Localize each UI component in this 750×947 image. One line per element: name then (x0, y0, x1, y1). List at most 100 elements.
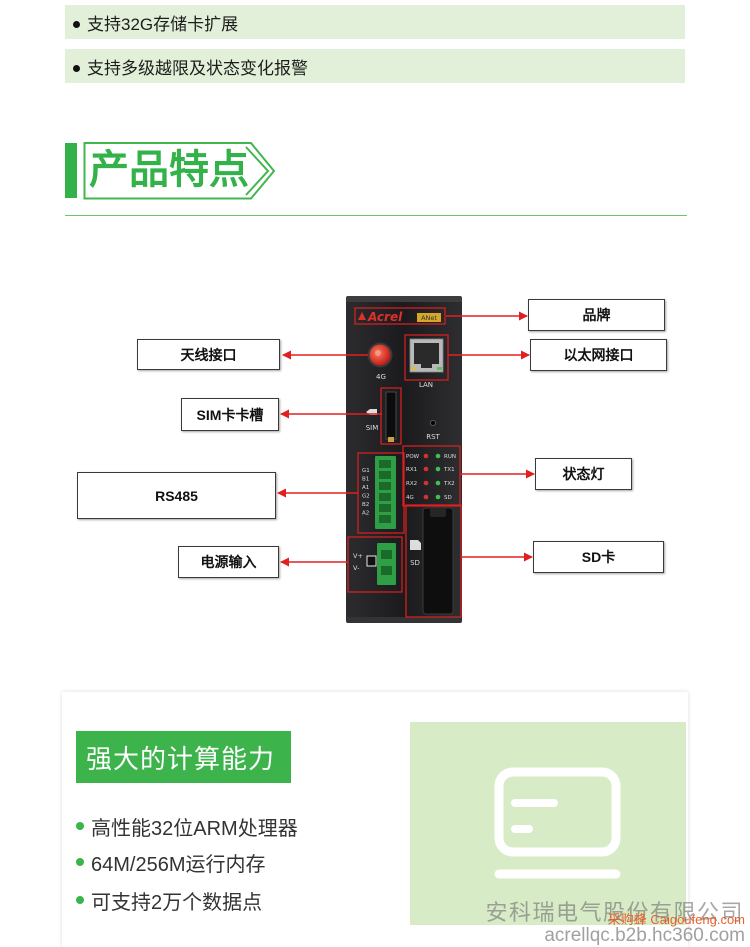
antenna-label: 4G (376, 373, 386, 381)
sd-label: SD (410, 559, 420, 567)
sim-label: SIM (366, 424, 379, 432)
device-sim-slot: SIM (366, 387, 402, 445)
sim-highlight-box (380, 387, 402, 445)
terminal-screw-icon (379, 493, 391, 501)
lan-highlight-box (404, 334, 449, 381)
terminal-screw-icon (379, 482, 391, 490)
power-polarity-icon (366, 555, 377, 567)
sim-slot-opening (385, 391, 397, 440)
list-item: 64M/256M运行内存 (76, 849, 266, 876)
led-label: RX1 (406, 467, 417, 473)
feature-text: 支持多级越限及状态变化报警 (87, 58, 308, 78)
callout-ethernet: 以太网接口 (530, 339, 667, 371)
model-tag-text: ANet (421, 314, 437, 322)
antenna-highlight (375, 350, 381, 356)
sd-cover-tab (430, 508, 446, 517)
led-label: TX2 (443, 481, 455, 487)
status-highlight-box (402, 445, 461, 507)
power-label: V- (353, 564, 360, 572)
title-chevron-line (245, 146, 270, 196)
led-red-icon (423, 480, 429, 486)
power-terminal-block (377, 543, 396, 585)
led-green-icon (435, 494, 441, 500)
bullet-dot (76, 822, 84, 830)
feature-bar-alarm: 支持多级越限及状态变化报警 (65, 49, 685, 83)
terminal-screw-icon (379, 460, 391, 468)
power-highlight-box (347, 536, 403, 593)
led-red-icon (423, 453, 429, 459)
computing-title: 强大的计算能力 (76, 731, 291, 783)
device-reset: RST (426, 419, 441, 441)
sd-slot-cover (422, 507, 454, 615)
device-power-input: V+ V- (347, 536, 403, 593)
terminal-screw-icon (379, 504, 391, 512)
list-item-text: 可支持2万个数据点 (91, 891, 263, 914)
callout-brand: 品牌 (528, 299, 665, 331)
feature-text: 支持32G存储卡扩展 (87, 14, 239, 34)
device-brand-area: Acrel ANet (354, 307, 446, 325)
model-tag (417, 313, 441, 322)
led-label: SD (444, 495, 452, 501)
terminal-label: B1 (362, 477, 369, 483)
sim-slot-marker (388, 437, 394, 442)
callout-rs485: RS485 (77, 472, 276, 519)
callout-antenna: 天线接口 (137, 339, 280, 370)
terminal-label: G1 (362, 468, 370, 474)
reset-hole-icon (429, 419, 436, 426)
watermark-site: 采购蜂 Caigoufeng.com (607, 912, 745, 927)
led-green-icon (435, 466, 441, 472)
bullet-dot (76, 896, 84, 904)
device-bottom-cap (346, 617, 462, 623)
led-green-icon (435, 480, 441, 486)
device-brand-text: Acrel (367, 310, 403, 324)
terminal-screw-icon (381, 566, 392, 575)
terminal-label: B2 (362, 502, 369, 508)
list-item: 高性能32位ARM处理器 (76, 813, 298, 840)
terminal-label: A1 (362, 485, 369, 491)
callout-sim: SIM卡卡槽 (181, 398, 279, 431)
callout-sd: SD卡 (533, 541, 664, 573)
bullet-dot (73, 21, 80, 28)
lan-port-opening (414, 343, 439, 364)
led-label: RUN (444, 454, 456, 460)
reset-label: RST (426, 433, 440, 441)
led-red-icon (423, 494, 429, 500)
device-diagram: Acrel ANet 4G LAN SIM (277, 296, 535, 623)
device-rs485-terminal: G1 B1 A1 G2 B2 A2 (357, 452, 405, 534)
lan-led-icon (437, 367, 442, 370)
computing-icon-panel (410, 722, 686, 925)
lan-port-tab (421, 364, 432, 368)
callout-status-light: 状态灯 (535, 458, 632, 490)
lan-led-icon (411, 367, 416, 370)
terminal-screw-icon (379, 515, 391, 523)
led-green-icon (435, 453, 441, 459)
brand-highlight-box (354, 307, 446, 325)
led-label: 4G (406, 495, 414, 501)
feature-bar-storage: 支持32G存储卡扩展 (65, 5, 685, 39)
sd-card-icon (410, 540, 421, 550)
terminal-label: G2 (362, 494, 370, 500)
callout-power: 电源输入 (178, 546, 279, 578)
terminal-label: A2 (362, 511, 369, 517)
watermark-company: 安科瑞电气股份有限公司 (485, 900, 744, 925)
terminal-screw-icon (379, 471, 391, 479)
device-top-cap (346, 296, 462, 302)
lan-label: LAN (419, 381, 433, 389)
device-antenna: 4G (367, 342, 393, 381)
terminal-screw-icon (381, 550, 392, 559)
card-display-icon (494, 767, 621, 879)
led-label: RX2 (406, 481, 417, 487)
section-divider (65, 215, 687, 216)
led-red-icon (423, 466, 429, 472)
device-status-leds: POW RUN RX1 TX1 RX2 TX2 4G SD (402, 445, 461, 507)
bullet-dot (73, 65, 80, 72)
device-lan-port: LAN (404, 334, 449, 389)
list-item-text: 高性能32位ARM处理器 (91, 817, 298, 840)
section-title-frame (83, 142, 276, 200)
list-item-text: 64M/256M运行内存 (91, 853, 266, 876)
bullet-dot (76, 858, 84, 866)
led-label: POW (406, 454, 420, 460)
section-title: 产品特点 (89, 147, 249, 193)
title-arrow-outline (83, 142, 276, 200)
